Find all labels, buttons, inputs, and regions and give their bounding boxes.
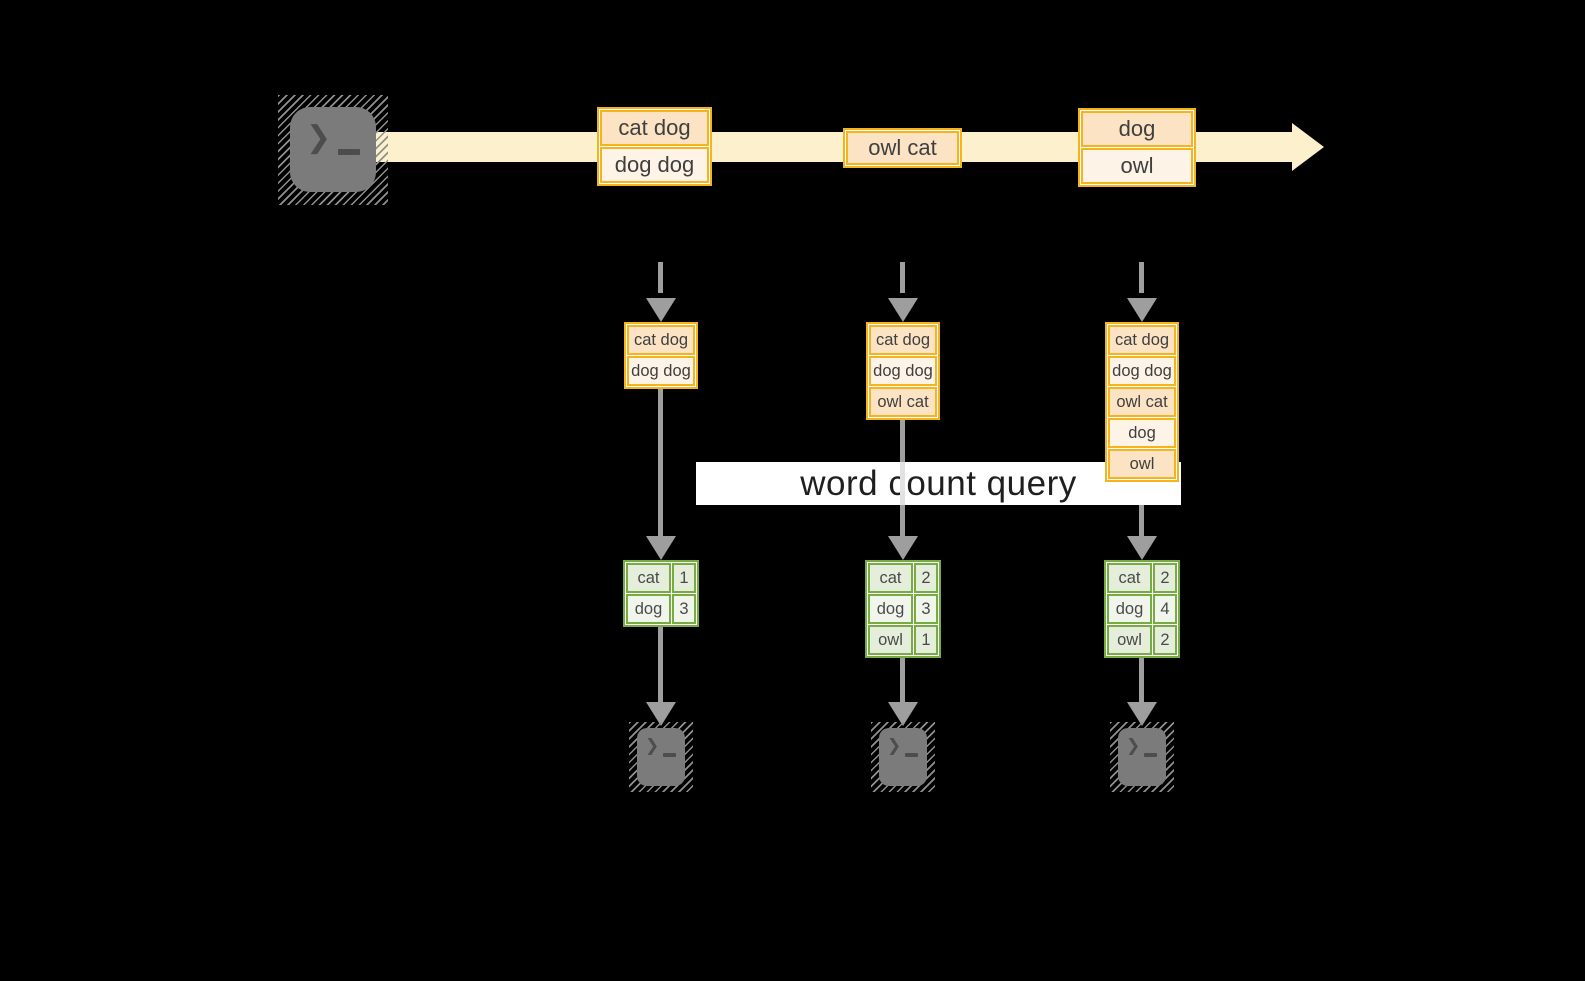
state-cell: dog dog [869,356,937,386]
counts-table-3: cat 2 dog 4 owl 2 [1104,560,1180,658]
arrow-head-icon [888,536,918,560]
consumer-terminal-shadow: ❯ [1110,722,1174,792]
batch-cell: dog dog [600,147,709,183]
state-cell: cat dog [1108,325,1176,355]
state-cell: owl cat [869,387,937,417]
dashed-arrow-line [900,262,905,293]
arrow-head-icon [646,298,676,322]
batch-box-1: cat dog dog dog [597,107,712,186]
count-row: cat 1 [626,563,696,593]
count-cell: 1 [672,563,696,593]
terminal-cursor-icon [663,753,676,757]
output-arrow-line [658,627,663,704]
stream-arrowhead-icon [1292,123,1324,171]
output-arrow-line [1139,658,1144,704]
state-cell: owl cat [1108,387,1176,417]
counts-table-2: cat 2 dog 3 owl 1 [865,560,941,658]
count-row: owl 2 [1107,625,1177,655]
count-row: dog 3 [868,594,938,624]
count-cell: 2 [914,563,938,593]
arrow-head-icon [888,298,918,322]
count-cell: 3 [672,594,696,624]
count-row: dog 4 [1107,594,1177,624]
terminal-prompt-icon: ❯ [645,736,660,756]
dashed-arrow-line [658,262,663,293]
query-arrow-line [658,389,663,538]
batch-cell: cat dog [600,110,709,146]
source-terminal-shadow: ❯ [278,95,388,205]
state-box-3: cat dog dog dog owl cat dog owl [1105,322,1179,482]
state-cell: owl [1108,449,1176,479]
arrow-head-icon [1127,536,1157,560]
terminal-cursor-icon [1144,753,1157,757]
query-arrow-through-banner [900,462,905,505]
count-cell: 4 [1153,594,1177,624]
count-row: dog 3 [626,594,696,624]
consumer-terminal-icon-1: ❯ [637,728,685,786]
batch-cell: dog [1081,111,1193,147]
consumer-terminal-shadow: ❯ [629,722,693,792]
word-cell: owl [868,625,913,655]
word-cell: cat [868,563,913,593]
word-cell: dog [868,594,913,624]
state-cell: dog [1108,418,1176,448]
query-label-box: word count query [696,462,1181,505]
query-arrow-line [1139,482,1144,538]
state-cell: dog dog [1108,356,1176,386]
count-row: owl 1 [868,625,938,655]
count-row: cat 2 [868,563,938,593]
word-cell: dog [626,594,671,624]
terminal-cursor-icon [338,149,360,155]
counts-table-1: cat 1 dog 3 [623,560,699,627]
source-terminal-icon: ❯ [290,107,376,192]
count-cell: 3 [914,594,938,624]
arrow-head-icon [1127,298,1157,322]
count-cell: 1 [914,625,938,655]
count-cell: 2 [1153,625,1177,655]
consumer-terminal-shadow: ❯ [871,722,935,792]
word-cell: owl [1107,625,1152,655]
batch-box-3: dog owl [1078,108,1196,187]
dashed-arrow-line [1139,262,1144,293]
consumer-terminal-icon-2: ❯ [879,728,927,786]
word-cell: cat [626,563,671,593]
query-label: word count query [800,463,1077,503]
output-arrow-line [900,658,905,704]
state-cell: dog dog [627,356,695,386]
state-cell: cat dog [869,325,937,355]
state-cell: cat dog [627,325,695,355]
count-cell: 2 [1153,563,1177,593]
count-row: cat 2 [1107,563,1177,593]
terminal-prompt-icon: ❯ [306,120,332,155]
terminal-prompt-icon: ❯ [1126,736,1141,756]
state-box-1: cat dog dog dog [624,322,698,389]
word-cell: cat [1107,563,1152,593]
terminal-prompt-icon: ❯ [887,736,902,756]
batch-cell: owl [1081,148,1193,184]
arrow-head-icon [646,536,676,560]
consumer-terminal-icon-3: ❯ [1118,728,1166,786]
word-cell: dog [1107,594,1152,624]
state-box-2: cat dog dog dog owl cat [866,322,940,420]
terminal-cursor-icon [905,753,918,757]
batch-cell: owl cat [846,131,959,165]
batch-box-2: owl cat [843,128,962,168]
